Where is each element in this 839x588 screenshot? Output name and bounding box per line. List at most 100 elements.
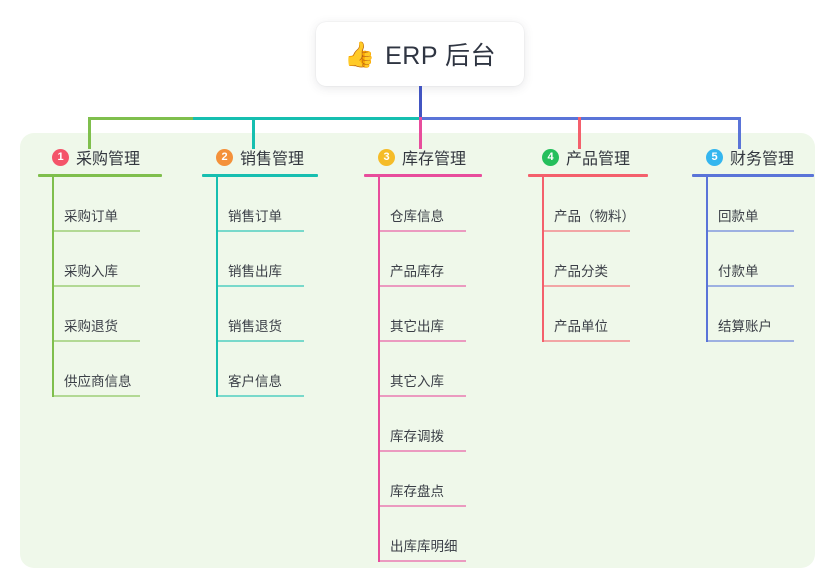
branch-underline	[528, 174, 648, 177]
branch-item-label: 产品单位	[554, 319, 608, 334]
branch-item[interactable]: 产品（物料）	[526, 177, 686, 232]
branch-item-label: 出库库明细	[390, 539, 458, 554]
branch-spine	[542, 177, 544, 342]
branch-item-label: 其它出库	[390, 319, 444, 334]
branch-number-badge: 1	[52, 148, 69, 166]
branch-item-underline	[378, 505, 466, 507]
branch-item[interactable]: 库存盘点	[362, 452, 522, 507]
branch-underline	[692, 174, 814, 177]
branch-item[interactable]: 销售订单	[200, 177, 360, 232]
branch-item-underline	[542, 230, 630, 232]
root-node-label: ERP 后台	[385, 42, 497, 70]
branch-item-list: 产品（物料） 产品分类产品单位	[526, 177, 686, 342]
branch-item-underline	[216, 230, 304, 232]
branch-item[interactable]: 付款单	[690, 232, 839, 287]
thumbs-up-icon: 👍	[343, 39, 376, 69]
trunk-segment-1	[88, 117, 194, 120]
root-stem-line	[419, 86, 422, 120]
branch-item-label: 产品库存	[390, 264, 444, 279]
branch-item-list: 回款单付款单结算账户	[690, 177, 839, 342]
branch-item-label: 库存调拨	[390, 429, 444, 444]
branch-item-label: 回款单	[718, 209, 759, 224]
branch-spine	[706, 177, 708, 342]
branch-number-badge: 3	[378, 148, 395, 166]
branch-spine	[52, 177, 54, 397]
branch-underline	[38, 174, 162, 177]
branch-item-label: 客户信息	[228, 374, 282, 389]
branch-item[interactable]: 产品库存	[362, 232, 522, 287]
branch-item-label: 产品（物料）	[554, 209, 635, 224]
branch-item-underline	[378, 285, 466, 287]
branch-item[interactable]: 仓库信息	[362, 177, 522, 232]
branch-number-badge: 5	[706, 148, 723, 166]
branch-item-underline	[52, 230, 140, 232]
branch-item-underline	[216, 340, 304, 342]
branch-spine	[378, 177, 380, 562]
branch-item[interactable]: 客户信息	[200, 342, 360, 397]
branch-title-label: 库存管理	[402, 151, 467, 168]
branch-item[interactable]: 采购订单	[36, 177, 196, 232]
branch-item-label: 采购入库	[64, 264, 118, 279]
branch-item-underline	[52, 395, 140, 397]
branch-item[interactable]: 采购退货	[36, 287, 196, 342]
branch-item-label: 销售出库	[228, 264, 282, 279]
branch-item-underline	[378, 340, 466, 342]
branch-item-list: 销售订单销售出库销售退货客户信息	[200, 177, 360, 397]
branch-item[interactable]: 供应商信息	[36, 342, 196, 397]
branch-header-3[interactable]: 3 库存管理	[362, 146, 522, 168]
branch-underline	[202, 174, 318, 177]
branch-item-underline	[216, 395, 304, 397]
branch-item[interactable]: 销售退货	[200, 287, 360, 342]
branch-title-label: 采购管理	[76, 151, 141, 168]
branch-item-list: 采购订单采购入库采购退货供应商信息	[36, 177, 196, 397]
branch-item-label: 结算账户	[718, 319, 772, 334]
branch-item-label: 库存盘点	[390, 484, 444, 499]
branch-item[interactable]: 产品分类	[526, 232, 686, 287]
branch-item-label: 销售订单	[228, 209, 282, 224]
branch-item[interactable]: 结算账户	[690, 287, 839, 342]
branch-item[interactable]: 产品单位	[526, 287, 686, 342]
branch-item-label: 采购退货	[64, 319, 118, 334]
branch-item-list: 仓库信息产品库存其它出库其它入库库存调拨库存盘点出库库明细	[362, 177, 522, 562]
branch-item[interactable]: 库存调拨	[362, 397, 522, 452]
branch-item[interactable]: 回款单	[690, 177, 839, 232]
branch-number-badge: 2	[216, 148, 233, 166]
branch-item-underline	[542, 285, 630, 287]
branch-header-5[interactable]: 5 财务管理	[690, 146, 839, 168]
branch-item[interactable]: 出库库明细	[362, 507, 522, 562]
branch-item[interactable]: 销售出库	[200, 232, 360, 287]
root-node-erp-backend[interactable]: 👍 ERP 后台	[316, 22, 524, 86]
branch-item-underline	[216, 285, 304, 287]
branch-item-underline	[52, 340, 140, 342]
branch-item-underline	[378, 560, 466, 562]
branch-item[interactable]: 采购入库	[36, 232, 196, 287]
diagram-panel	[20, 133, 815, 568]
drop-line-1	[88, 117, 91, 149]
drop-line-3	[419, 117, 422, 149]
branch-item-underline	[378, 450, 466, 452]
branch-title-label: 销售管理	[240, 151, 305, 168]
branch-column-1: 1 采购管理采购订单采购入库采购退货供应商信息	[36, 146, 196, 397]
branch-header-2[interactable]: 2 销售管理	[200, 146, 360, 168]
branch-item-underline	[378, 395, 466, 397]
branch-title-label: 财务管理	[730, 151, 795, 168]
branch-item-underline	[706, 340, 794, 342]
branch-item-underline	[542, 340, 630, 342]
branch-item-underline	[52, 285, 140, 287]
branch-spine	[216, 177, 218, 397]
trunk-segment-2	[193, 117, 420, 120]
branch-item[interactable]: 其它出库	[362, 287, 522, 342]
branch-item-label: 销售退货	[228, 319, 282, 334]
branch-header-1[interactable]: 1 采购管理	[36, 146, 196, 168]
branch-number-badge: 4	[542, 148, 559, 166]
branch-item-label: 供应商信息	[64, 374, 132, 389]
branch-item-underline	[378, 230, 466, 232]
branch-item-label: 采购订单	[64, 209, 118, 224]
branch-column-5: 5 财务管理回款单付款单结算账户	[690, 146, 839, 342]
branch-item[interactable]: 其它入库	[362, 342, 522, 397]
branch-underline	[364, 174, 482, 177]
branch-item-label: 其它入库	[390, 374, 444, 389]
